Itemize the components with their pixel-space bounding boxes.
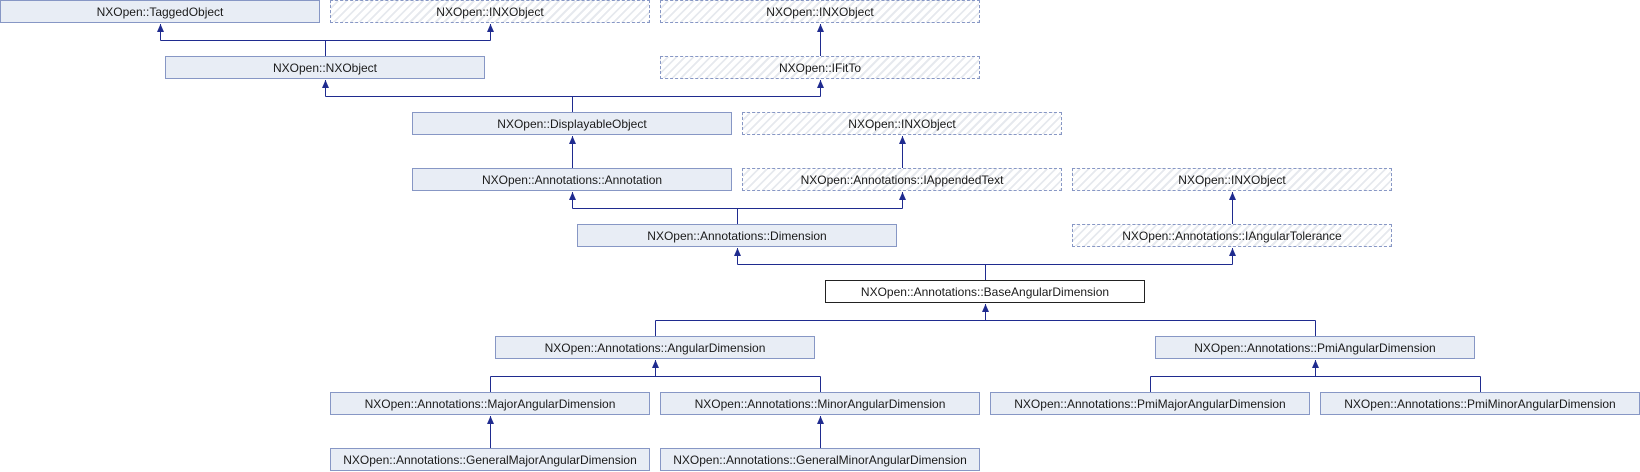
inheritance-arrowhead (817, 24, 824, 32)
class-node-inx-object-4[interactable]: NXOpen::INXObject (1072, 168, 1392, 191)
class-node-pmi-angular-dimension[interactable]: NXOpen::Annotations::PmiAngularDimension (1155, 336, 1475, 359)
inheritance-arrowhead (817, 416, 824, 424)
inheritance-arrowhead (322, 80, 329, 88)
class-node-label: NXOpen::Annotations::Annotation (481, 172, 663, 187)
class-node-label: NXOpen::Annotations::Dimension (647, 228, 827, 243)
class-node-label: NXOpen::DisplayableObject (497, 116, 647, 131)
class-node-label: NXOpen::Annotations::GeneralMajorAngular… (343, 452, 637, 467)
inheritance-arrowhead (899, 136, 906, 144)
class-node-inx-object-3[interactable]: NXOpen::INXObject (742, 112, 1062, 135)
class-node-label: NXOpen::NXObject (272, 60, 378, 75)
class-node-dimension[interactable]: NXOpen::Annotations::Dimension (577, 224, 897, 247)
class-node-nx-object[interactable]: NXOpen::NXObject (165, 56, 485, 79)
class-node-major-angular-dimension[interactable]: NXOpen::Annotations::MajorAngularDimensi… (330, 392, 650, 415)
class-node-minor-angular-dimension[interactable]: NXOpen::Annotations::MinorAngularDimensi… (660, 392, 980, 415)
class-node-pmi-minor-angular-dimension[interactable]: NXOpen::Annotations::PmiMinorAngularDime… (1320, 392, 1640, 415)
inheritance-arrowhead (982, 304, 989, 312)
class-node-ifit-to[interactable]: NXOpen::IFitTo (660, 56, 980, 79)
inheritance-arrowhead (487, 416, 494, 424)
class-node-label: NXOpen::Annotations::MajorAngularDimensi… (364, 396, 616, 411)
class-node-label: NXOpen::Annotations::GeneralMinorAngular… (673, 452, 967, 467)
inheritance-arrowhead (1229, 192, 1236, 200)
class-node-label: NXOpen::Annotations::PmiMajorAngularDime… (1014, 396, 1286, 411)
class-node-general-major-angular-dimension[interactable]: NXOpen::Annotations::GeneralMajorAngular… (330, 448, 650, 471)
class-node-label: NXOpen::TaggedObject (96, 4, 224, 19)
class-node-label: NXOpen::Annotations::PmiMinorAngularDime… (1344, 396, 1616, 411)
class-node-label: NXOpen::INXObject (1178, 172, 1286, 187)
class-node-displayable-object[interactable]: NXOpen::DisplayableObject (412, 112, 732, 135)
inheritance-arrowhead (569, 136, 576, 144)
class-node-iangular-tolerance[interactable]: NXOpen::Annotations::IAngularTolerance (1072, 224, 1392, 247)
class-node-label: NXOpen::Annotations::MinorAngularDimensi… (694, 396, 946, 411)
inheritance-arrowhead (487, 24, 494, 32)
class-node-iappended-text[interactable]: NXOpen::Annotations::IAppendedText (742, 168, 1062, 191)
inheritance-arrowhead (899, 192, 906, 200)
inheritance-arrowhead (157, 24, 164, 32)
class-node-label: NXOpen::INXObject (436, 4, 544, 19)
inheritance-arrowhead (1312, 360, 1319, 368)
class-node-angular-dimension[interactable]: NXOpen::Annotations::AngularDimension (495, 336, 815, 359)
class-node-tagged-object[interactable]: NXOpen::TaggedObject (0, 0, 320, 23)
class-node-label: NXOpen::INXObject (848, 116, 956, 131)
class-node-inx-object-2[interactable]: NXOpen::INXObject (660, 0, 980, 23)
class-node-label: NXOpen::IFitTo (778, 60, 862, 75)
class-node-label: NXOpen::Annotations::IAngularTolerance (1122, 228, 1342, 243)
class-node-label: NXOpen::Annotations::AngularDimension (544, 340, 766, 355)
inheritance-arrowhead (817, 80, 824, 88)
class-node-label: NXOpen::Annotations::IAppendedText (800, 172, 1004, 187)
class-node-pmi-major-angular-dimension[interactable]: NXOpen::Annotations::PmiMajorAngularDime… (990, 392, 1310, 415)
inheritance-arrowhead (652, 360, 659, 368)
class-node-label: NXOpen::Annotations::PmiAngularDimension (1194, 340, 1436, 355)
class-node-label: NXOpen::Annotations::BaseAngularDimensio… (860, 284, 1110, 299)
class-node-general-minor-angular-dimension[interactable]: NXOpen::Annotations::GeneralMinorAngular… (660, 448, 980, 471)
inheritance-arrowhead (734, 248, 741, 256)
class-node-base-angular-dimension: NXOpen::Annotations::BaseAngularDimensio… (825, 280, 1145, 303)
class-node-inx-object-1[interactable]: NXOpen::INXObject (330, 0, 650, 23)
inheritance-arrowhead (569, 192, 576, 200)
inheritance-arrowhead (1229, 248, 1236, 256)
class-node-annotation[interactable]: NXOpen::Annotations::Annotation (412, 168, 732, 191)
class-node-label: NXOpen::INXObject (766, 4, 874, 19)
